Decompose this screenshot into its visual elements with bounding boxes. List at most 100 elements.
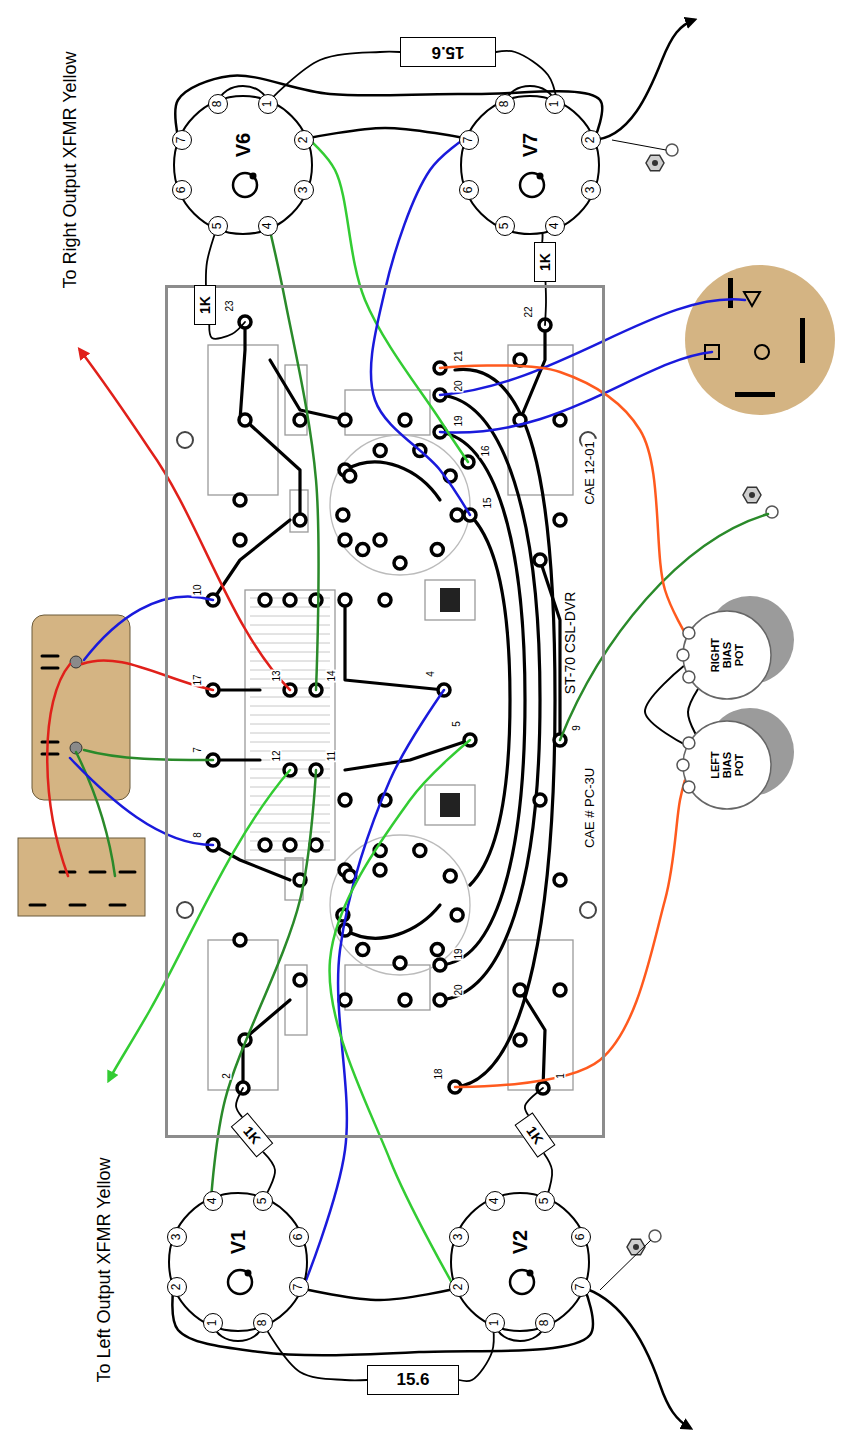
tube-socket: V7 (460, 95, 600, 235)
mounting-hole (177, 432, 193, 448)
board-label: CAE 12-01 (583, 439, 598, 507)
socket-key (527, 1270, 534, 1277)
pad-number: 19 (453, 414, 464, 427)
pin-number: 4 (258, 216, 278, 236)
pad-number: 7 (192, 746, 203, 754)
wire (330, 740, 470, 1289)
ground-lug (600, 1240, 651, 1290)
pcb-pad (357, 543, 369, 555)
pcb-pad (554, 514, 566, 526)
strip-line (250, 787, 330, 788)
pcb-pad (431, 543, 443, 555)
wire (206, 230, 216, 285)
component-outline (425, 785, 475, 825)
pad-number: 12 (271, 749, 282, 762)
wire (371, 138, 470, 515)
wire (211, 770, 316, 1197)
resistor-symbol: 15.6 (400, 37, 496, 67)
pcb-pad (310, 839, 322, 851)
strip-line (250, 760, 330, 761)
strip-line (250, 814, 330, 815)
pcb-trace (213, 322, 560, 1088)
pot-lug (683, 671, 695, 683)
ground-lug (666, 144, 678, 156)
socket-outline (451, 1193, 589, 1331)
component-body (440, 793, 460, 817)
pad-number: 20 (453, 983, 464, 996)
wire (645, 666, 686, 745)
pcb-pad (294, 414, 306, 426)
socket-key (520, 173, 544, 197)
socket-key (250, 173, 257, 180)
pin-number: 2 (581, 130, 601, 150)
pcb-pad (339, 794, 351, 806)
output-label: To Right Output XFMR Yellow (60, 49, 81, 290)
ground-lug (600, 140, 778, 1290)
pad-number: 16 (480, 444, 491, 457)
ground-lug (627, 1239, 645, 1255)
tube-socket: V6 (173, 95, 313, 235)
component-body (440, 588, 460, 817)
pot-outline (683, 611, 771, 699)
socket-key (245, 1270, 252, 1277)
pcb-pad (294, 974, 306, 986)
strip-line (250, 796, 330, 797)
pin-number: 8 (253, 1313, 273, 1333)
pot-outline (683, 721, 771, 809)
pad-number: 22 (523, 305, 534, 318)
pad-number: 2 (221, 1072, 232, 1080)
component-outline (208, 345, 573, 1090)
wire (308, 128, 466, 138)
output-arrow (581, 1287, 690, 1428)
pcb-pad (310, 594, 322, 606)
pcb-pad (259, 839, 271, 851)
ac-socket (685, 265, 835, 415)
ac-socket (728, 278, 733, 308)
pcb-pad (234, 494, 246, 506)
tan-terminal (30, 904, 45, 907)
ac-socket (685, 265, 835, 415)
pad-number: 9 (571, 724, 582, 732)
board-label: ST-70 CSL-DVR (562, 590, 578, 697)
socket-key (228, 1270, 252, 1294)
tan-terminal (30, 656, 135, 905)
strip-line (250, 832, 330, 833)
wire (270, 230, 319, 690)
pin-number: 4 (485, 1191, 505, 1211)
resistor-symbol: 1K (534, 242, 556, 282)
strip-line (250, 724, 330, 725)
board-art (165, 285, 605, 1138)
component-body (440, 588, 460, 612)
strip-line (250, 733, 330, 734)
pin-number: 8 (535, 1313, 555, 1333)
pad-number: 17 (192, 673, 203, 686)
ground-lug (612, 140, 666, 150)
pcb-pad (431, 943, 443, 955)
pcb-pad (374, 534, 386, 546)
component-outline (330, 435, 470, 575)
pin-number: 6 (289, 1227, 309, 1247)
ac-socket (744, 292, 760, 306)
pin-number: 5 (495, 216, 515, 236)
pcb-trace (455, 369, 555, 1087)
pcb-pad (451, 509, 463, 521)
pot-lug (683, 781, 695, 793)
tube-name: V7 (519, 133, 542, 157)
pot-lug (677, 649, 689, 661)
tan-terminal (42, 655, 58, 658)
wire (688, 689, 698, 733)
pot-lug (677, 759, 689, 771)
tan-terminal (120, 871, 135, 874)
pad-number: 19 (453, 947, 464, 960)
socket-key (510, 1270, 534, 1294)
resistor-symbol: 1K (194, 285, 216, 325)
pot-label: RIGHT BIAS POT (709, 630, 745, 680)
socket-outline (450, 1192, 590, 1332)
strip-line (250, 742, 330, 743)
pin-number: 4 (203, 1191, 223, 1211)
ground-lug (749, 492, 755, 498)
wire (236, 1088, 243, 1117)
pad-number: 10 (192, 583, 203, 596)
tan-terminal (42, 741, 58, 744)
